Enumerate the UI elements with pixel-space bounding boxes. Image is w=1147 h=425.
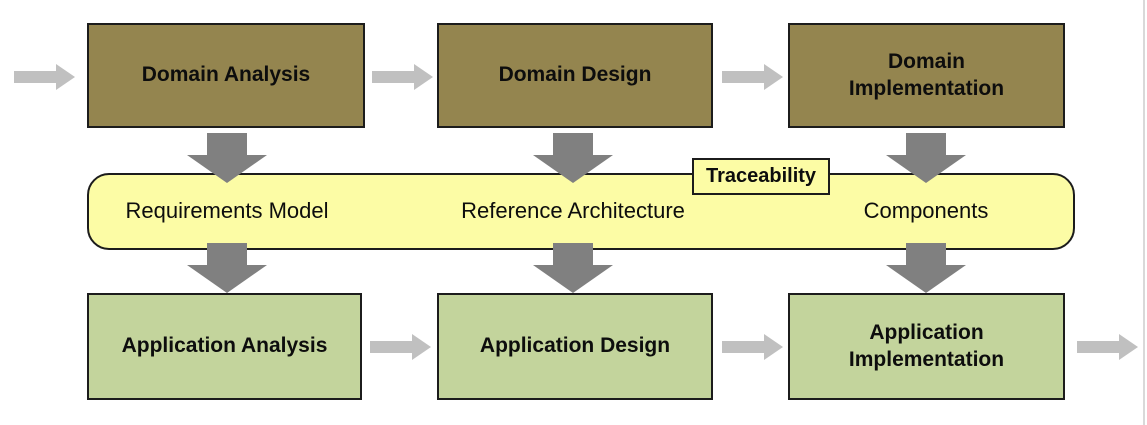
traceability-tag: Traceability [692, 158, 830, 195]
process-box-label: Domain Design [498, 63, 652, 87]
flow-arrow-right-icon [722, 334, 783, 360]
process-box-application-implementation: Application Implementation [788, 293, 1065, 400]
artifact-band [87, 173, 1075, 250]
process-box-label: Domain Implementation [848, 50, 1005, 100]
process-box-application-design: Application Design [437, 293, 713, 400]
flow-arrow-right-icon [370, 334, 431, 360]
process-box-domain-analysis: Domain Analysis [87, 23, 365, 128]
process-box-label: Application Implementation [848, 321, 1005, 371]
process-box-label: Application Analysis [121, 334, 328, 358]
artifact-label-reference-architecture: Reference Architecture [461, 198, 685, 223]
flow-arrow-right-icon [722, 64, 783, 90]
artifact-label-requirements-model: Requirements Model [125, 198, 329, 223]
process-box-label: Application Design [479, 334, 671, 358]
page-edge-line [1143, 0, 1145, 425]
process-box-label: Domain Analysis [141, 63, 311, 87]
flow-arrow-right-icon [14, 64, 75, 90]
artifact-label-components: Components [863, 198, 989, 223]
process-box-domain-implementation: Domain Implementation [788, 23, 1065, 128]
flow-arrow-right-icon [372, 64, 433, 90]
process-box-domain-design: Domain Design [437, 23, 713, 128]
process-box-application-analysis: Application Analysis [87, 293, 362, 400]
flow-arrow-right-icon [1077, 334, 1138, 360]
